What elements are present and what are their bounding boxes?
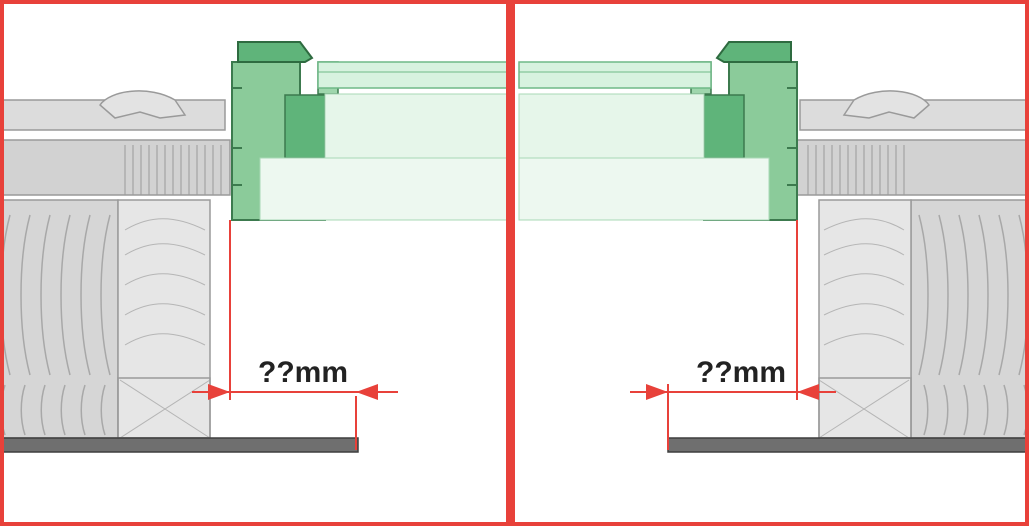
right-roof-tiles (795, 90, 1029, 196)
right-glazing (518, 61, 770, 221)
left-dimension-label: ??mm (258, 356, 348, 389)
left-timber (117, 199, 211, 439)
left-detail: ??mm (0, 41, 509, 453)
left-glazing (259, 61, 509, 221)
right-detail: ??mm (518, 41, 1029, 453)
left-lining-board (0, 437, 359, 453)
left-dimension: ??mm (192, 356, 398, 400)
right-lining-board (667, 437, 1029, 453)
right-dimension-label: ??mm (696, 356, 786, 389)
left-roof-tiles (0, 90, 231, 196)
right-timber (818, 199, 912, 439)
left-insulation (0, 199, 119, 439)
right-dimension: ??mm (630, 356, 836, 400)
right-insulation (910, 199, 1029, 439)
